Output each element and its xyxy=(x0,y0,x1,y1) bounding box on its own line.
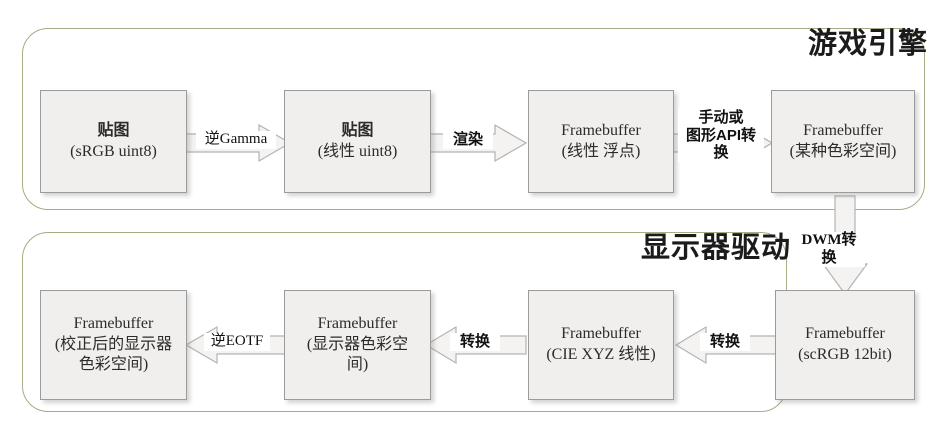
group-game-engine xyxy=(22,28,925,210)
arrow-label-inverse-gamma: 逆Gamma xyxy=(196,131,276,149)
box-texture-linear[interactable]: 贴图 (线性 uint8) xyxy=(284,90,431,193)
box-texture-linear-line2: (线性 uint8) xyxy=(317,142,398,160)
arrow-label-manual-or-api: 手动或 图形API转 换 xyxy=(678,109,764,163)
box-fb-scrgb[interactable]: Framebuffer (scRGB 12bit) xyxy=(775,290,915,400)
box-fb-calibrated-line1: Framebuffer xyxy=(73,314,154,332)
box-fb-calibrated[interactable]: Framebuffer (校正后的显示器 色彩空间) xyxy=(40,290,187,400)
arrow-label-render: 渲染 xyxy=(443,131,493,149)
box-texture-linear-line1: 贴图 xyxy=(341,121,374,139)
box-fb-linear-float-line2: (线性 浮点) xyxy=(561,142,641,160)
box-fb-calibrated-line2: (校正后的显示器 xyxy=(54,335,173,353)
box-texture-srgb-line1: 贴图 xyxy=(97,121,130,139)
box-fb-ciexyz-line1: Framebuffer xyxy=(561,325,641,343)
box-fb-scrgb-line1: Framebuffer xyxy=(805,325,885,343)
arrow-label-inverse-eotf: 逆EOTF xyxy=(204,333,270,351)
box-fb-display-space-line1: Framebuffer xyxy=(317,314,398,332)
box-fb-linear-float-line1: Framebuffer xyxy=(561,121,641,139)
box-texture-srgb[interactable]: 贴图 (sRGB uint8) xyxy=(40,90,187,193)
box-fb-display-space-line2: (显示器色彩空 xyxy=(306,335,409,353)
group-display-driver-title: 显示器驱动 xyxy=(641,232,792,264)
box-fb-display-space[interactable]: Framebuffer (显示器色彩空 间) xyxy=(284,290,431,400)
box-texture-srgb-line2: (sRGB uint8) xyxy=(70,142,157,160)
group-game-engine-title: 游戏引擎 xyxy=(808,28,929,60)
box-fb-display-space-line3: 间) xyxy=(346,356,369,374)
box-fb-some-space-line1: Framebuffer xyxy=(803,121,883,139)
box-fb-linear-float[interactable]: Framebuffer (线性 浮点) xyxy=(528,90,674,193)
box-fb-scrgb-line2: (scRGB 12bit) xyxy=(798,346,892,363)
box-fb-ciexyz-line2: (CIE XYZ 线性) xyxy=(546,346,656,363)
arrow-label-dwm-convert: DWM转换 xyxy=(793,232,865,268)
box-fb-ciexyz[interactable]: Framebuffer (CIE XYZ 线性) xyxy=(528,290,674,400)
box-fb-some-space-line2: (某种色彩空间) xyxy=(789,142,897,160)
arrow-label-convert-scrgb-to-xyz: 转换 xyxy=(700,333,750,351)
box-fb-some-space[interactable]: Framebuffer (某种色彩空间) xyxy=(771,90,915,193)
arrow-label-convert-xyz-to-display: 转换 xyxy=(450,333,500,351)
box-fb-calibrated-line3: 色彩空间) xyxy=(78,356,149,374)
